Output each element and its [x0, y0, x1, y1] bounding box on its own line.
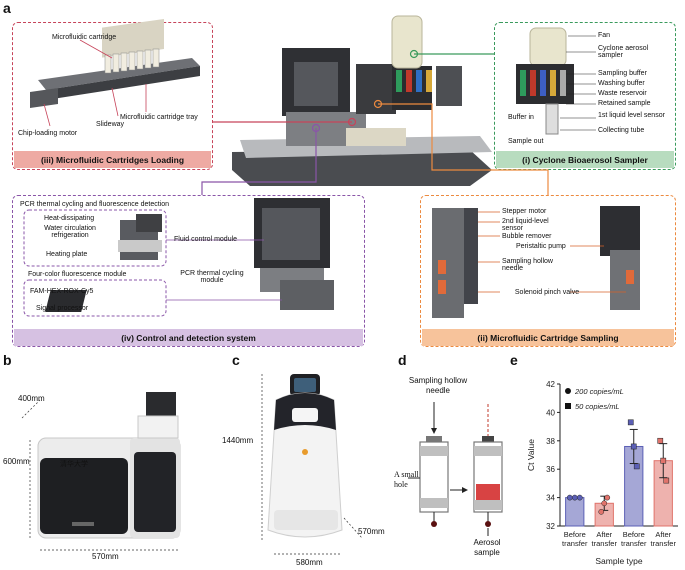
- label-cyclone-aerosol-sampler: Cyclone aerosol sampler: [598, 45, 649, 59]
- label-fluid-control-module: Fluid control module: [174, 236, 238, 243]
- label-four-color-module: Four-color fluorescence module: [28, 271, 127, 278]
- label-chip-loading-motor: Chip-loading motor: [18, 130, 78, 137]
- data-point: [601, 500, 608, 507]
- x-tick-label: Before: [623, 530, 645, 539]
- label-stepper-motor: Stepper motor: [502, 208, 547, 215]
- legend-label: 200 copies/mL: [574, 387, 624, 396]
- label-slideway: Slideway: [96, 121, 125, 128]
- dimension-width-c: 580mm: [296, 558, 323, 567]
- label-solenoid-pinch-valve: Solenoid pinch valve: [514, 289, 580, 296]
- panel-label-a: a: [3, 0, 11, 16]
- dimension-width-b: 570mm: [92, 552, 119, 561]
- panel-b-device: [21, 392, 181, 551]
- data-point: [633, 463, 640, 470]
- dimension-height-c: 1440mm: [222, 436, 254, 445]
- x-axis-label: Sample type: [595, 556, 643, 566]
- brand-logo: 清华大学: [60, 461, 88, 468]
- label-aerosol-sample: Aerosol sample: [473, 538, 501, 557]
- label-fam-hex-rox-cy5: FAM-HEX-ROX-Cy5: [30, 288, 94, 295]
- cartridge-sampling-box: [420, 195, 676, 347]
- label-second-level-sensor: 2nd liquid-level sensor: [502, 218, 549, 232]
- label-cartridge-tray: Microfluidic cartridge tray: [120, 114, 198, 121]
- label-washing-buffer: Washing buffer: [598, 80, 645, 87]
- data-point: [576, 494, 583, 501]
- legend-marker-square: [565, 403, 571, 409]
- y-tick-label: 42: [546, 380, 555, 389]
- panel-label-e: e: [510, 352, 518, 368]
- x-tick-label-line2: transfer: [592, 539, 618, 548]
- panel-d-schematic: [408, 402, 503, 536]
- x-tick-label-line2: transfer: [651, 539, 677, 548]
- x-tick-label-line2: transfer: [621, 539, 647, 548]
- cyclone-sampler-box: [494, 22, 676, 170]
- data-point: [630, 443, 637, 450]
- cartridge-loading-title: (iii) Microfluidic Cartridges Loading: [14, 151, 211, 168]
- label-heat-dissipating: Heat-dissipating: [44, 215, 95, 222]
- y-axis-label: Ct Value: [526, 439, 536, 471]
- label-first-liquid-level-sensor: 1st liquid level sensor: [598, 112, 665, 119]
- label-sample-out: Sample out: [508, 138, 544, 145]
- y-tick-label: 36: [546, 465, 555, 474]
- label-buffer-in: Buffer in: [508, 114, 534, 121]
- x-tick-label-line2: transfer: [562, 539, 588, 548]
- data-point: [598, 508, 605, 515]
- label-sampling-hollow-needle: Sampling hollow needle: [502, 258, 553, 272]
- label-pcr-module: PCR thermal cycling module: [180, 270, 244, 284]
- label-heating-plate: Heating plate: [46, 251, 88, 258]
- y-tick-label: 34: [546, 494, 555, 503]
- y-tick-label: 38: [546, 437, 555, 446]
- control-detection-title: (iv) Control and detection system: [14, 329, 363, 346]
- data-point: [657, 437, 664, 444]
- panel-label-d: d: [398, 352, 407, 368]
- panel-label-c: c: [232, 352, 240, 368]
- label-water-circulation: Water circulation refrigeration: [44, 225, 96, 239]
- panel-c-robot: [261, 374, 363, 555]
- bar: [565, 497, 585, 527]
- panel-label-b: b: [3, 352, 12, 368]
- legend-marker-circle: [565, 388, 571, 394]
- data-point: [660, 457, 667, 464]
- control-modules-illustration: [45, 198, 334, 312]
- data-point: [627, 419, 634, 426]
- cartridge-sampling-title: (ii) Microfluidic Cartridge Sampling: [422, 329, 674, 346]
- label-waste-reservoir: Waste reservoir: [598, 90, 647, 97]
- y-tick-label: 40: [546, 408, 555, 417]
- x-tick-label: After: [655, 530, 671, 539]
- dimension-depth-b: 400mm: [18, 394, 45, 403]
- control-detection-box: [12, 195, 365, 347]
- panel-a-illustrations: [23, 15, 640, 318]
- cartridge-tray-illustration: [30, 18, 200, 108]
- data-point: [663, 477, 670, 484]
- label-microfluidic-cartridge: Microfluidic cartridge: [52, 34, 117, 41]
- label-signal-processor: Signal processor: [36, 305, 89, 312]
- data-point: [566, 494, 573, 501]
- data-point: [571, 494, 578, 501]
- dimension-height-b: 600mm: [3, 457, 30, 466]
- dimension-depth-c: 570mm: [358, 527, 385, 536]
- label-peristaltic-pump: Peristaltic pump: [516, 243, 566, 250]
- label-bubble-remover: Bubble remover: [502, 233, 552, 240]
- y-tick-label: 32: [546, 522, 555, 531]
- control-detection-header: PCR thermal cycling and fluorescence det…: [20, 201, 170, 208]
- cyclone-sampler-title: (i) Cyclone Bioaerosol Sampler: [496, 151, 674, 168]
- label-fan: Fan: [598, 32, 611, 39]
- sampling-illustration: [432, 206, 640, 318]
- x-tick-label: Before: [564, 530, 586, 539]
- main-instrument-illustration: [232, 15, 492, 186]
- label-small-hole: A small hole: [394, 470, 419, 489]
- legend-label: 50 copies/mL: [575, 402, 620, 411]
- data-point: [604, 494, 611, 501]
- cyclone-sampler-illustration: [516, 27, 574, 135]
- label-sampling-buffer: Sampling buffer: [598, 70, 647, 77]
- x-tick-label: After: [596, 530, 612, 539]
- label-retained-sample: Retained sample: [598, 100, 651, 107]
- label-sampling-hollow-needle-d: Sampling hollow needle: [408, 376, 468, 395]
- label-collecting-tube: Collecting tube: [598, 127, 645, 134]
